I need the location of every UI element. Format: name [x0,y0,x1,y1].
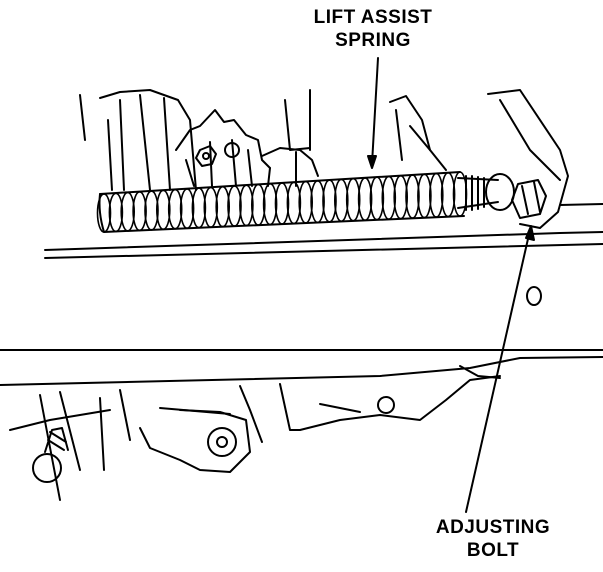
lift-assist-spring [96,171,468,233]
adjusting-bolt-label: ADJUSTING BOLT [398,516,588,562]
adjusting-bolt [511,179,547,219]
spring-coil [274,182,290,225]
lower-arm [139,407,251,473]
side-rail [0,286,603,386]
spring-coil [310,180,325,224]
spring-coil [417,173,432,219]
background-bracket [79,89,311,191]
pivot-bolts [195,142,240,167]
threaded-rod [457,173,515,211]
adjusting-bolt-label-line2: BOLT [466,540,520,561]
adjusting-bolt-label-line1: ADJUSTING [435,517,551,538]
lower-linkage [9,389,131,501]
lift-assist-spring-label-line2: SPRING [335,30,411,51]
spring-coil [132,191,147,232]
leader-line-spring [367,57,379,169]
lift-assist-spring-label-line1: LIFT ASSIST [313,7,433,28]
spring-coil [381,175,397,221]
spring-coil [203,186,219,229]
lower-body [239,365,501,443]
upper-frame-rail [44,203,603,259]
spring-coil [167,188,183,230]
spring-coil [345,177,361,222]
spring-coil [239,184,254,227]
mounting-bracket [409,89,569,229]
spring-outline [98,171,465,233]
leader-line-bolt [465,225,535,513]
lift-assist-spring-label: LIFT ASSIST SPRING [278,6,468,52]
